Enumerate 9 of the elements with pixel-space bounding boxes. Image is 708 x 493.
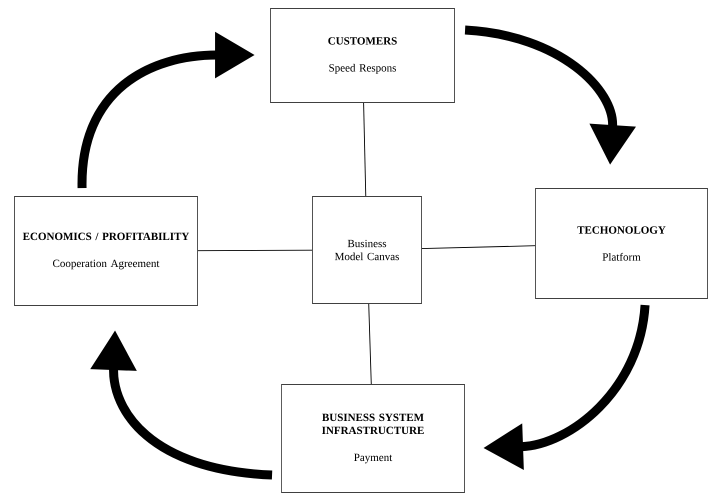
technology-box: TECHONOLOGY Platform <box>535 188 708 299</box>
connector-line <box>422 245 536 250</box>
customers-box: CUSTOMERS Speed Respons <box>270 8 455 103</box>
connector-line <box>198 250 312 252</box>
center-box: Business Model Canvas <box>312 196 422 304</box>
connector-line <box>368 304 372 384</box>
connector-line <box>363 102 366 196</box>
economics-box: ECONOMICS / PROFITABILITY Cooperation Agreement <box>14 196 198 306</box>
infrastructure-box: BUSINESS SYSTEM INFRASTRUCTURE Payment <box>281 384 465 493</box>
